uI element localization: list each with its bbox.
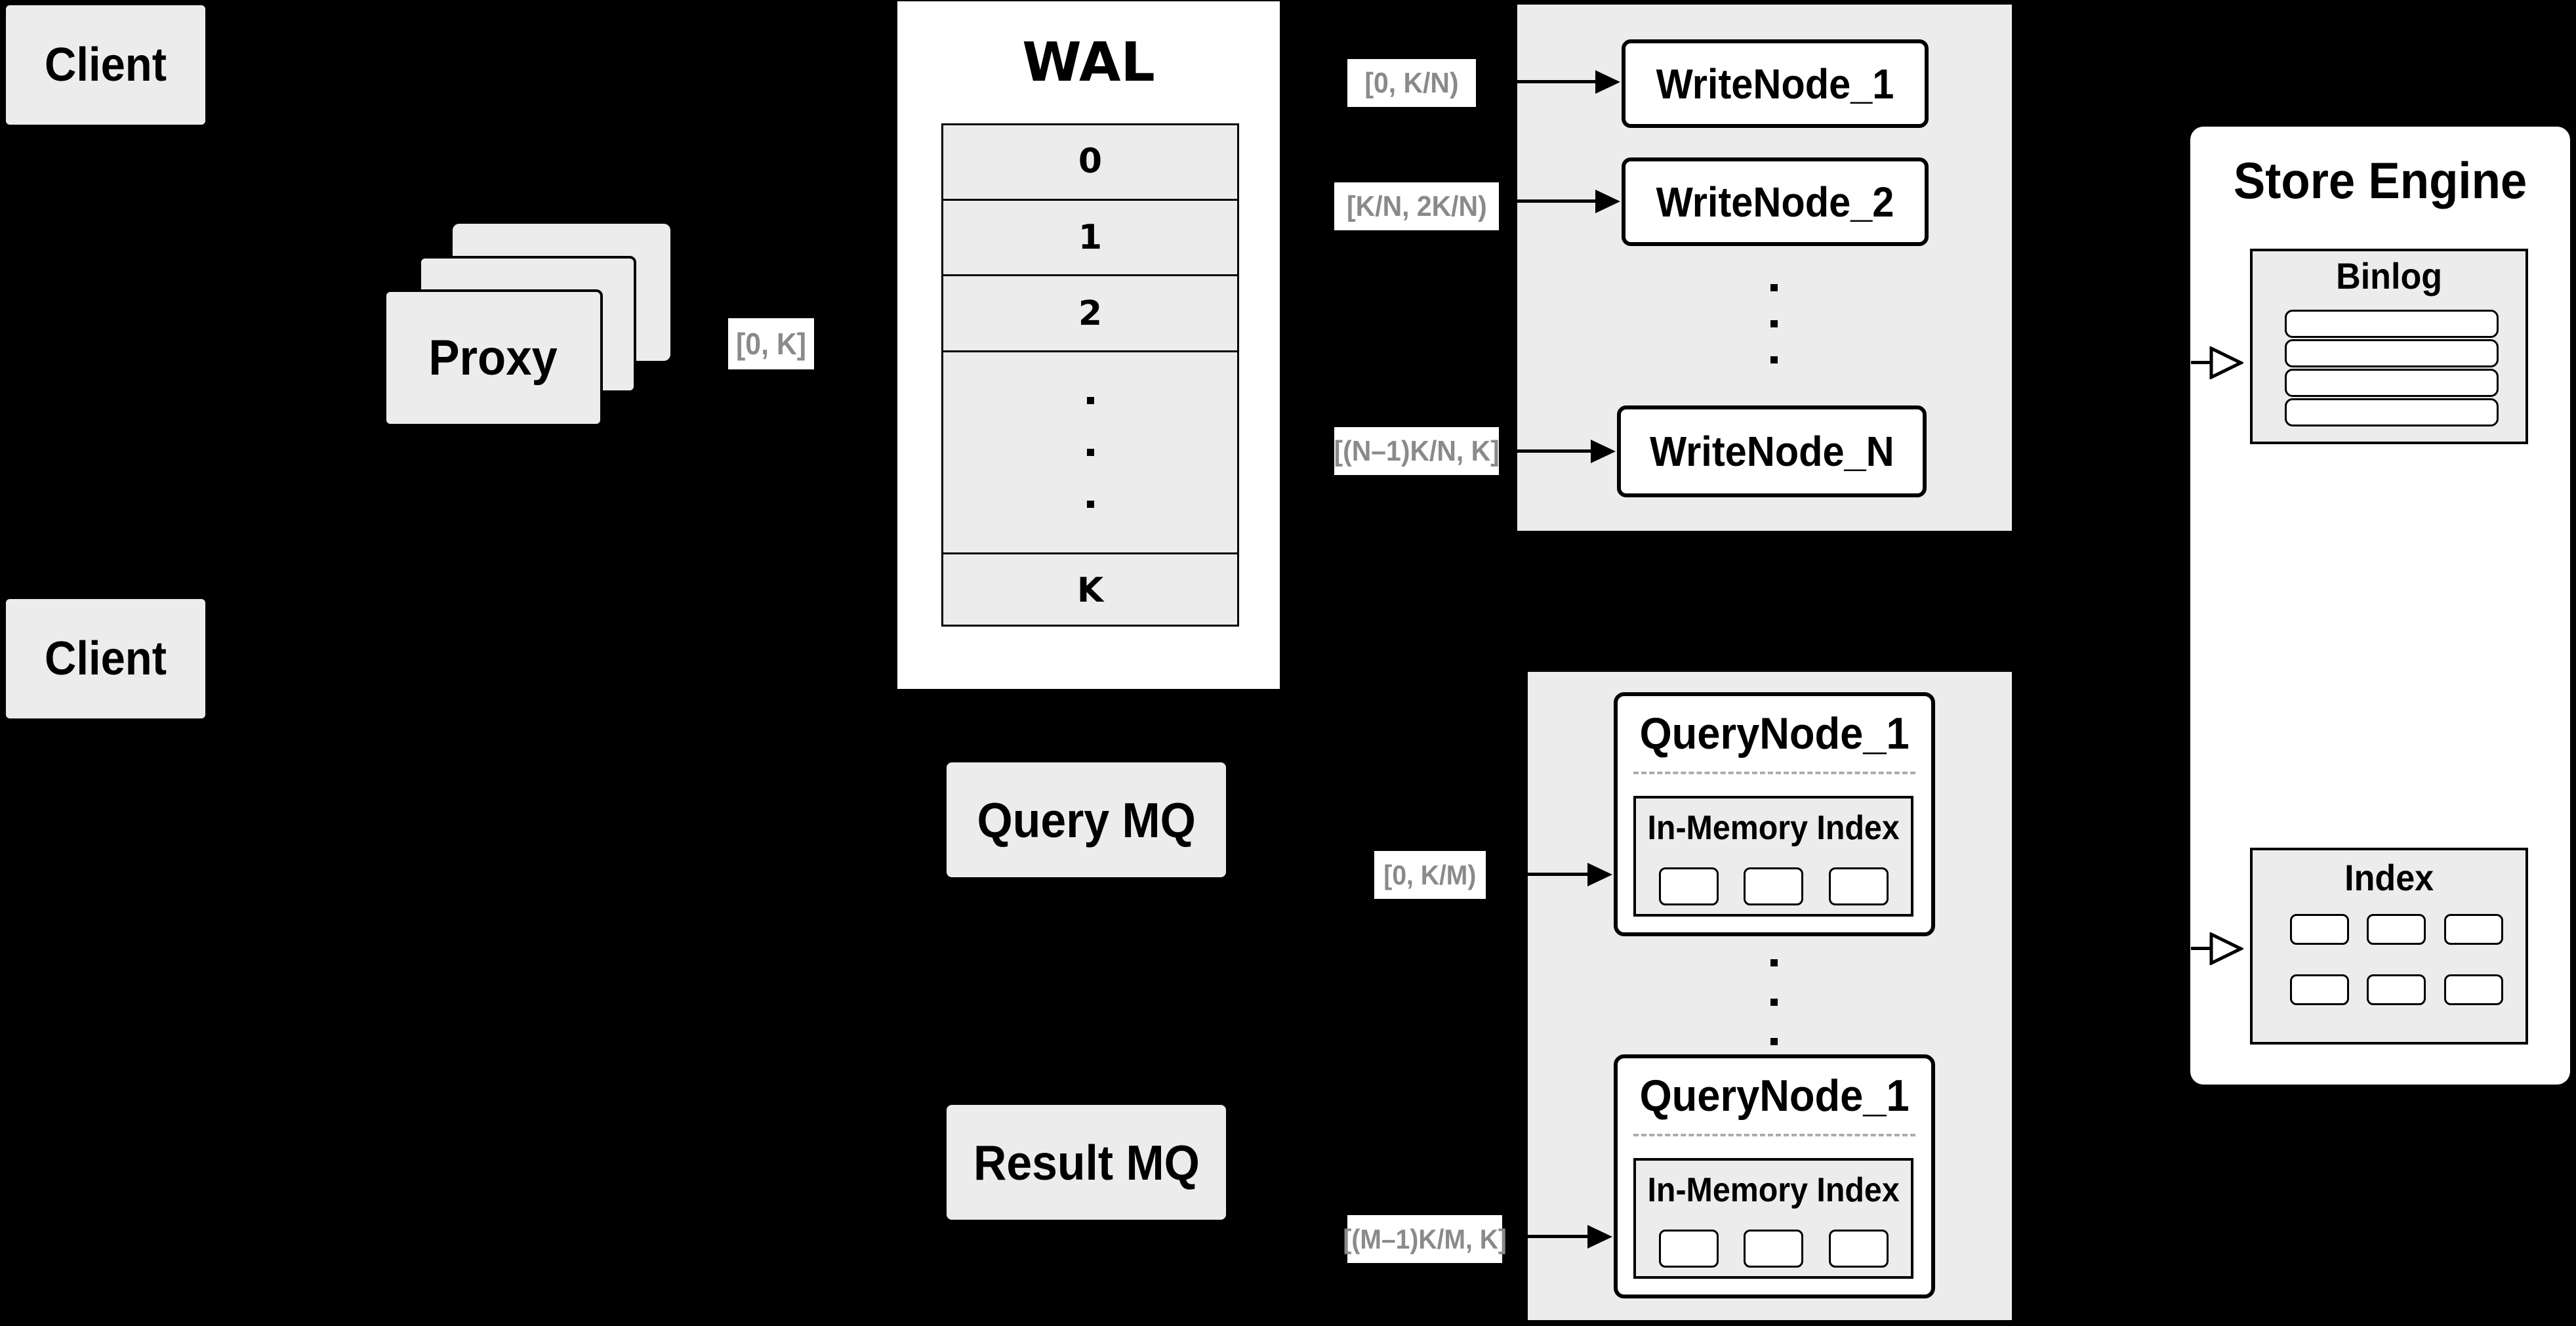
binlog-row [2285, 310, 2499, 338]
query-node-2-title-text: QueryNode_1 [1639, 1070, 1910, 1121]
inmem-cell [1658, 1230, 1719, 1268]
wal-row-2: 2 [941, 274, 1239, 350]
arrow-to-writenode-1-head [1595, 70, 1620, 94]
write-range-2-text: [K/N, 2K/N) [1346, 190, 1487, 222]
proxy-card-front: Proxy [384, 289, 603, 426]
arrow-to-index-shaft [2191, 947, 2213, 950]
proxy-range-label: [0, K] [728, 318, 814, 369]
write-node-2-label: WriteNode_2 [1656, 178, 1894, 226]
write-node-1-box: WriteNode_1 [1622, 39, 1929, 128]
wal-row-0: 0 [941, 123, 1239, 199]
index-cell [2444, 914, 2503, 945]
binlog-title-text: Binlog [2336, 255, 2442, 297]
index-cell [2444, 974, 2503, 1005]
store-index-title-text: Index [2344, 857, 2434, 898]
index-cell [2367, 914, 2426, 945]
inmem-cell [1744, 867, 1803, 905]
write-node-2-box: WriteNode_2 [1622, 157, 1929, 246]
wal-row-1: 1 [941, 199, 1239, 274]
query-node-2-title: QueryNode_1 [1614, 1058, 1935, 1133]
write-range-1-text: [0, K/N) [1364, 66, 1459, 99]
wal-row-2-text: 2 [1078, 293, 1103, 333]
arrow-to-binlog-open-head [2209, 346, 2243, 379]
arrow-to-writenode-1-shaft [1515, 80, 1597, 83]
arrow-to-writenode-n-shaft [1515, 449, 1592, 453]
query-range-2-label: [(M–1)K/M, K] [1343, 1215, 1507, 1263]
wal-vertical-ellipsis [1086, 397, 1094, 508]
write-range-n-text: [(N–1)K/N, K] [1334, 434, 1500, 467]
arrow-to-writenode-n-head [1591, 440, 1616, 463]
arrow-to-binlog-shaft [2191, 361, 2213, 364]
store-engine-title-text: Store Engine [2233, 151, 2527, 209]
arrow-to-querynode-2-head [1587, 1225, 1612, 1249]
arrow-to-querynode-2-shaft [1526, 1235, 1589, 1238]
query-node-1-inmem-cells [1633, 867, 1913, 905]
binlog-row [2285, 398, 2499, 426]
arrow-to-index-open-head [2209, 932, 2243, 965]
inmem-cell [1828, 867, 1889, 905]
query-node-1-inmem-title-text: In-Memory Index [1647, 809, 1900, 847]
query-node-1-inmem-title: In-Memory Index [1633, 802, 1913, 854]
wal-title: WAL [897, 26, 1280, 98]
write-range-n-label: [(N–1)K/N, K] [1334, 427, 1500, 475]
arrow-to-writenode-2-head [1595, 190, 1620, 213]
result-mq-box: Result MQ [947, 1105, 1226, 1220]
wal-table [941, 123, 1239, 627]
store-index-title: Index [2250, 853, 2528, 902]
client-bottom-label: Client [44, 632, 167, 685]
result-mq-label: Result MQ [973, 1134, 1200, 1190]
inmem-cell [1658, 867, 1719, 905]
query-range-2-text: [(M–1)K/M, K] [1343, 1223, 1507, 1254]
query-node-2-divider [1633, 1134, 1915, 1136]
query-node-2-inmem-title-text: In-Memory Index [1647, 1171, 1900, 1209]
wal-row-ellipsis [941, 350, 1239, 552]
write-node-n-label: WriteNode_N [1649, 428, 1894, 475]
wal-row-k: K [941, 552, 1239, 627]
query-mq-box: Query MQ [947, 762, 1226, 877]
index-cell [2290, 914, 2349, 945]
write-vertical-ellipsis [1770, 284, 1778, 363]
store-index-box [2250, 848, 2528, 1045]
write-range-2-label: [K/N, 2K/N) [1334, 182, 1499, 230]
binlog-row [2285, 339, 2499, 367]
index-cell [2367, 974, 2426, 1005]
wal-row-k-text: K [1076, 571, 1104, 610]
query-vertical-ellipsis [1770, 959, 1778, 1045]
query-node-1-title: QueryNode_1 [1614, 695, 1935, 771]
client-bottom-box: Client [6, 599, 205, 718]
query-node-1-title-text: QueryNode_1 [1639, 708, 1910, 758]
query-node-2-inmem-cells [1633, 1230, 1913, 1268]
write-range-1-label: [0, K/N) [1347, 59, 1476, 107]
arrow-to-querynode-1-shaft [1526, 873, 1589, 876]
binlog-row [2285, 369, 2499, 397]
client-top-box: Client [6, 5, 205, 125]
inmem-cell [1828, 1230, 1889, 1268]
client-top-label: Client [44, 39, 167, 91]
wal-title-text: WAL [1022, 31, 1155, 94]
write-node-n-box: WriteNode_N [1617, 405, 1927, 497]
write-node-1-label: WriteNode_1 [1656, 60, 1894, 108]
proxy-label: Proxy [428, 330, 558, 386]
arrow-to-querynode-1-head [1587, 863, 1612, 886]
arrow-to-writenode-2-shaft [1515, 199, 1597, 203]
query-mq-label: Query MQ [977, 792, 1196, 848]
wal-row-0-text: 0 [1078, 141, 1103, 181]
query-node-1-divider [1633, 772, 1915, 774]
store-engine-title: Store Engine [2190, 148, 2570, 213]
index-cell [2290, 974, 2349, 1005]
inmem-cell [1744, 1230, 1803, 1268]
query-range-1-label: [0, K/M) [1374, 851, 1486, 899]
proxy-range-text: [0, K] [736, 327, 806, 361]
wal-row-1-text: 1 [1078, 218, 1103, 257]
query-range-1-text: [0, K/M) [1383, 859, 1477, 890]
binlog-title: Binlog [2250, 253, 2528, 299]
query-node-2-inmem-title: In-Memory Index [1633, 1164, 1913, 1216]
